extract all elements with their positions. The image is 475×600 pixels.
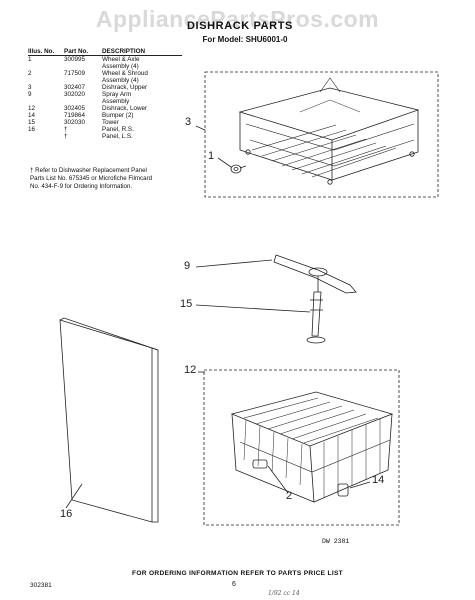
- callout-12: 12: [184, 364, 197, 376]
- callout-9: 9: [184, 260, 191, 272]
- part-number-cell: 302030: [64, 119, 86, 126]
- description-cell: Panel, R.S.: [102, 126, 182, 133]
- parts-table-row: 15 302030 Tower: [28, 119, 182, 126]
- illus-number-cell: 12: [28, 105, 36, 112]
- ordering-note: FOR ORDERING INFORMATION REFER TO PARTS …: [132, 570, 343, 577]
- callout-1: 1: [208, 150, 215, 162]
- description-line: Dishrack, Lower: [102, 105, 148, 112]
- footnote-line: † Refer to Dishwasher Replacement Panel: [30, 167, 147, 174]
- header-description: DESCRIPTION: [102, 48, 182, 56]
- parts-table-row: 3 302407 Dishrack, Upper: [28, 84, 182, 91]
- description-line: Wheel & Shroud: [102, 70, 148, 77]
- illus-number-cell: 15: [28, 119, 36, 126]
- description-line: Tower: [102, 119, 119, 126]
- upper-rack-frame: [204, 71, 439, 198]
- bumper-left-drawing: [252, 459, 268, 469]
- description-line: Assembly (4): [102, 63, 139, 70]
- bumper-right-drawing: [337, 483, 349, 497]
- description-line: Dishrack, Upper: [102, 84, 148, 91]
- description-line: Spray Arm: [102, 91, 132, 98]
- description-line: Panel, L.S.: [102, 133, 133, 140]
- illus-number-cell: 16: [28, 126, 36, 133]
- description-cell: Bumper (2): [102, 112, 182, 119]
- part-number-cell: 719864: [64, 112, 86, 119]
- description-cell: Dishrack, Lower: [102, 105, 182, 112]
- callout-15: 15: [180, 298, 193, 310]
- description-cell: Tower: [102, 119, 182, 126]
- ordering-footnote: † Refer to Dishwasher Replacement Panel …: [30, 167, 200, 191]
- description-line: Assembly (4): [102, 77, 139, 84]
- description-line: Assembly: [102, 98, 130, 105]
- description-cell: Panel, L.S.: [102, 133, 182, 140]
- handwritten-note: 1/92 cc 14: [268, 590, 300, 597]
- illus-number-cell: 2: [28, 70, 32, 77]
- part-number-cell: 302405: [64, 105, 86, 112]
- part-number-cell: 300995: [64, 56, 86, 63]
- model-label: For Model: SHU6001-0: [202, 35, 288, 44]
- illus-number-cell: 14: [28, 112, 36, 119]
- header-part: Part No.: [64, 48, 102, 56]
- part-number-cell: †: [64, 126, 68, 133]
- illus-number-cell: 1: [28, 56, 32, 63]
- page-number: 6: [232, 581, 236, 588]
- spray-arm-drawing: [273, 254, 357, 294]
- description-line: Bumper (2): [102, 112, 134, 119]
- parts-table-row: † Panel, L.S.: [28, 133, 182, 140]
- illus-number-cell: 9: [28, 91, 32, 98]
- callout-3: 3: [185, 116, 192, 128]
- callout-16: 16: [60, 508, 73, 520]
- parts-table-header: Illus. No. Part No. DESCRIPTION: [28, 48, 182, 56]
- watermark: AppliancePartsPros.com: [95, 6, 380, 32]
- upper-dishrack-drawing: [238, 77, 420, 185]
- parts-table-row: 12 302405 Dishrack, Lower: [28, 105, 182, 112]
- part-number-cell: 717509: [64, 70, 86, 77]
- parts-table-row: 16 † Panel, R.S.: [28, 126, 182, 133]
- tower-drawing: [306, 291, 326, 344]
- description-cell: Dishrack, Upper: [102, 84, 182, 91]
- parts-table-row: 14 719864 Bumper (2): [28, 112, 182, 119]
- illus-number-cell: 3: [28, 84, 32, 91]
- footnote-line: Parts List No. 675345 or Microfiche Film…: [30, 175, 153, 182]
- callout-2: 2: [286, 490, 293, 502]
- callout-14: 14: [372, 474, 385, 486]
- drawing-code: DW 2381: [322, 538, 350, 545]
- footnote-line: No. 434-F-9 for Ordering Information.: [30, 183, 133, 190]
- description-line: Panel, R.S.: [102, 126, 134, 133]
- part-number-cell: †: [64, 133, 68, 140]
- page-code: 302381: [30, 582, 52, 589]
- lower-rack-frame: [203, 369, 400, 526]
- page-title: DISHRACK PARTS: [187, 20, 293, 32]
- header-illus: Illus. No.: [28, 48, 64, 56]
- description-line: Wheel & Axle: [102, 56, 140, 63]
- part-number-cell: 302020: [64, 91, 86, 98]
- wheel-axle-drawing: [230, 164, 247, 174]
- part-number-cell: 302407: [64, 84, 86, 91]
- side-panel-drawing: [59, 317, 159, 523]
- lower-dishrack-drawing: [230, 391, 394, 503]
